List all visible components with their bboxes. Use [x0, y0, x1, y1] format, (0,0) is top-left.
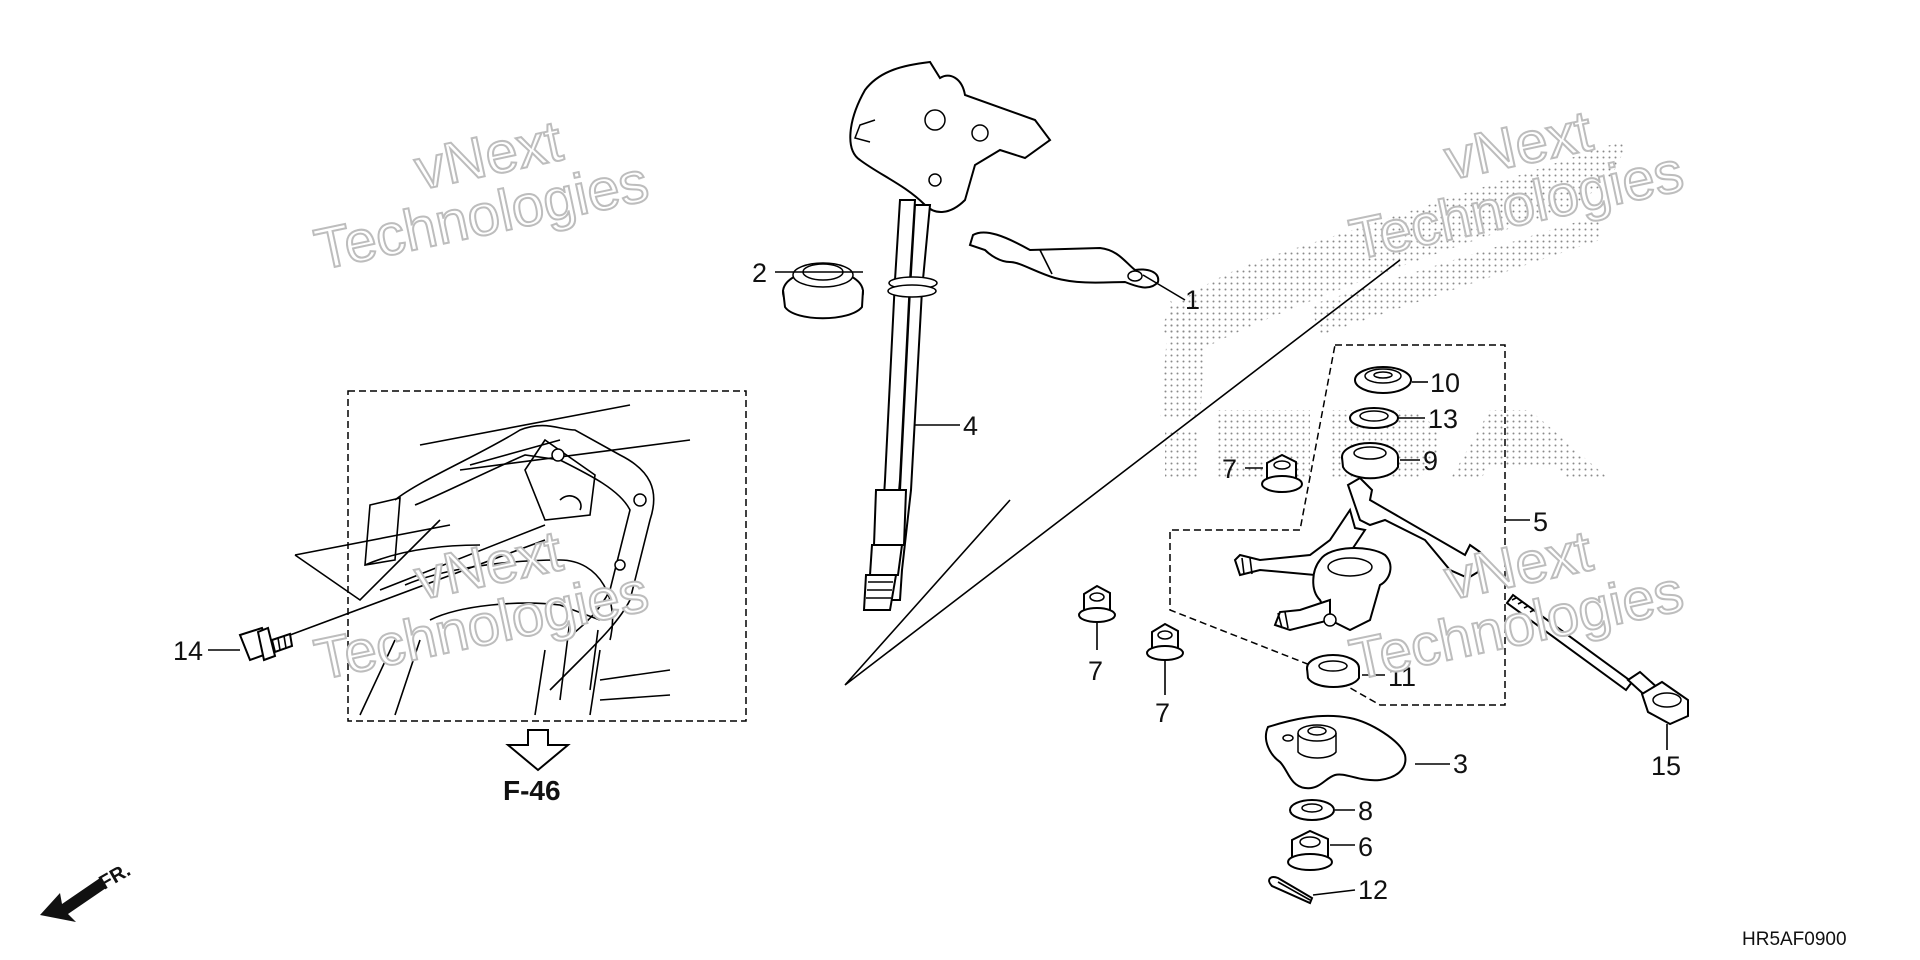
- callout-15: 15: [1651, 751, 1681, 781]
- callout-2: 2: [752, 258, 767, 288]
- reference-label: F-46: [503, 775, 561, 806]
- callout-12: 12: [1358, 875, 1388, 905]
- callout-6: 6: [1358, 832, 1373, 862]
- bearing-9: [1341, 442, 1399, 480]
- callout-8: 8: [1358, 796, 1373, 826]
- watermark-text: vNext: [1439, 518, 1598, 612]
- washer-8: [1289, 799, 1335, 821]
- callout-labels: 1 2 3 4 5 6 7 7 7 8 9 10 11 12 13 14 15: [173, 258, 1681, 905]
- callout-14: 14: [173, 636, 203, 666]
- long-bolt-15: [1505, 593, 1689, 726]
- callout-11: 11: [1388, 662, 1416, 692]
- dust-seal: [782, 262, 864, 320]
- lower-holder-3: [1264, 714, 1407, 790]
- callout-5: 5: [1533, 507, 1548, 537]
- cotter-pin-12: [1268, 876, 1314, 905]
- diagram-code: HR5AF0900: [1742, 929, 1847, 950]
- callout-leaders: [208, 271, 1668, 896]
- bearing-seal-10: [1354, 366, 1412, 394]
- flange-bolt-14: [238, 539, 546, 662]
- frame-leader-lines: [294, 259, 1401, 686]
- flange-nut-7b: [1078, 584, 1116, 623]
- callout-3: 3: [1453, 749, 1468, 779]
- castle-nut-6: [1287, 829, 1333, 871]
- reference-arrow: F-46: [503, 729, 571, 806]
- callout-4: 4: [963, 411, 978, 441]
- frame-detail-box: [347, 390, 747, 722]
- flange-nut-7a: [1261, 453, 1303, 493]
- front-direction-arrow: FR.: [40, 859, 134, 922]
- seal-11: [1306, 654, 1360, 688]
- callout-7a: 7: [1222, 454, 1237, 484]
- callout-10: 10: [1430, 368, 1460, 398]
- steering-shaft: [849, 60, 1052, 611]
- callout-7b: 7: [1088, 656, 1103, 686]
- callout-9: 9: [1423, 446, 1438, 476]
- steering-arm-assembly: [1169, 344, 1506, 706]
- steering-holder-bracket: [968, 231, 1160, 289]
- washer-13: [1349, 407, 1399, 429]
- callout-13: 13: [1428, 404, 1458, 434]
- callout-1: 1: [1185, 285, 1200, 315]
- flange-nut-7c: [1146, 622, 1184, 661]
- watermark-group: vNext Technologies vNext Technologies vN…: [308, 97, 1690, 693]
- callout-7c: 7: [1155, 698, 1170, 728]
